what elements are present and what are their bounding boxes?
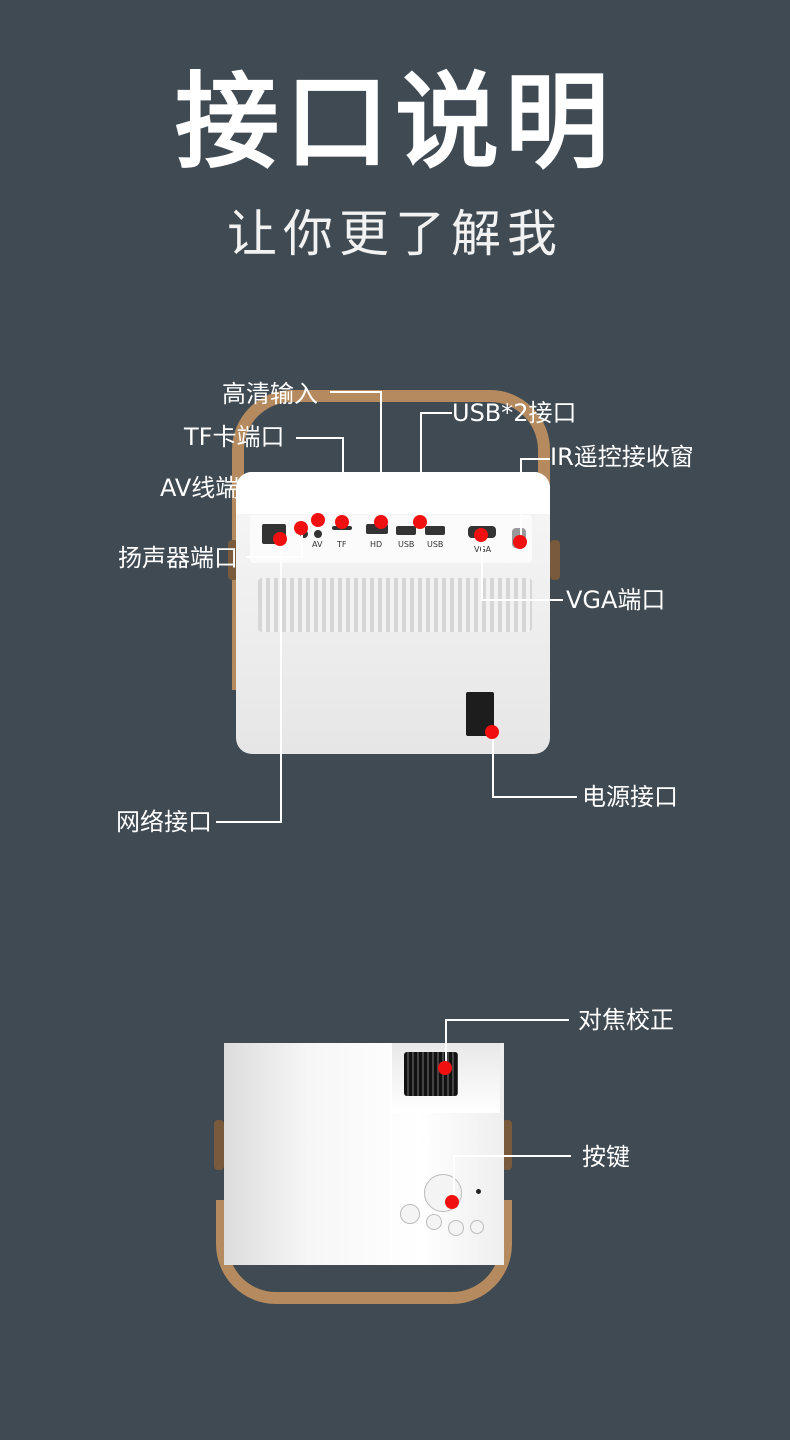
callout-hd-input: 高清输入 <box>222 380 318 408</box>
marker-vga <box>474 528 488 542</box>
port-label-usb-1: USB <box>398 540 415 549</box>
function-button-3[interactable] <box>470 1220 484 1234</box>
page-title: 接口说明 <box>174 61 615 183</box>
leader-line <box>520 458 550 460</box>
leader-line <box>492 732 494 798</box>
callout-keys: 按键 <box>582 1143 630 1171</box>
leader-line <box>342 437 344 521</box>
port-label-tf: TF <box>337 540 347 549</box>
marker-hd-input <box>374 515 388 529</box>
usb-port-1-icon <box>396 526 416 535</box>
handle-knob-right <box>550 540 560 580</box>
leader-line <box>330 391 381 393</box>
focus-wheel-icon <box>404 1052 458 1096</box>
usb-port-2-icon <box>425 526 445 535</box>
callout-speaker: 扬声器端口 <box>118 544 238 572</box>
handle-knob-left <box>228 540 238 580</box>
leader-line <box>246 556 303 558</box>
function-button-2[interactable] <box>448 1220 464 1236</box>
page-subtitle: 让你更了解我 <box>227 205 563 263</box>
leader-line <box>318 488 320 520</box>
leader-line <box>280 540 282 822</box>
leader-line <box>481 536 483 600</box>
marker-focus <box>438 1061 452 1075</box>
callout-usb: USB*2接口 <box>452 399 577 427</box>
projector-top <box>236 472 550 514</box>
leader-line <box>481 599 563 601</box>
marker-keys <box>445 1195 459 1209</box>
callout-network: 网络接口 <box>116 808 212 836</box>
handle-knob-right <box>502 1120 512 1170</box>
callout-tf: TF卡端口 <box>184 423 285 451</box>
leader-line <box>492 796 577 798</box>
marker-ir <box>513 535 527 549</box>
marker-speaker <box>294 521 308 535</box>
marker-usb <box>413 515 427 529</box>
callout-vga: VGA端口 <box>566 586 666 614</box>
marker-tf <box>335 515 349 529</box>
marker-av <box>311 513 325 527</box>
leader-line <box>445 1019 569 1021</box>
callout-power: 电源接口 <box>582 783 678 811</box>
leader-line <box>296 437 344 439</box>
vent-grille <box>258 578 532 632</box>
leader-line <box>301 528 303 558</box>
callout-focus: 对焦校正 <box>578 1006 674 1034</box>
callout-av: AV线端口 <box>160 474 264 502</box>
leader-line <box>520 458 522 540</box>
leader-line <box>216 821 282 823</box>
hdmi-port-icon <box>366 524 388 534</box>
leader-line <box>420 412 452 414</box>
av-jack-icon <box>314 530 322 538</box>
port-label-usb-2: USB <box>427 540 444 549</box>
leader-line <box>420 412 422 522</box>
menu-button[interactable] <box>400 1204 420 1224</box>
marker-power <box>485 725 499 739</box>
function-button-1[interactable] <box>426 1214 442 1230</box>
callout-ir: IR遥控接收窗 <box>550 443 694 471</box>
indicator-light-icon <box>476 1189 481 1194</box>
leader-line <box>268 488 320 490</box>
port-label-av: AV <box>312 540 323 549</box>
leader-line <box>453 1155 455 1201</box>
leader-line <box>453 1155 571 1157</box>
leader-line <box>380 391 382 521</box>
marker-network <box>273 532 287 546</box>
handle-knob-left <box>214 1120 224 1170</box>
leader-line <box>445 1019 447 1067</box>
port-label-hd: HD <box>370 540 383 549</box>
